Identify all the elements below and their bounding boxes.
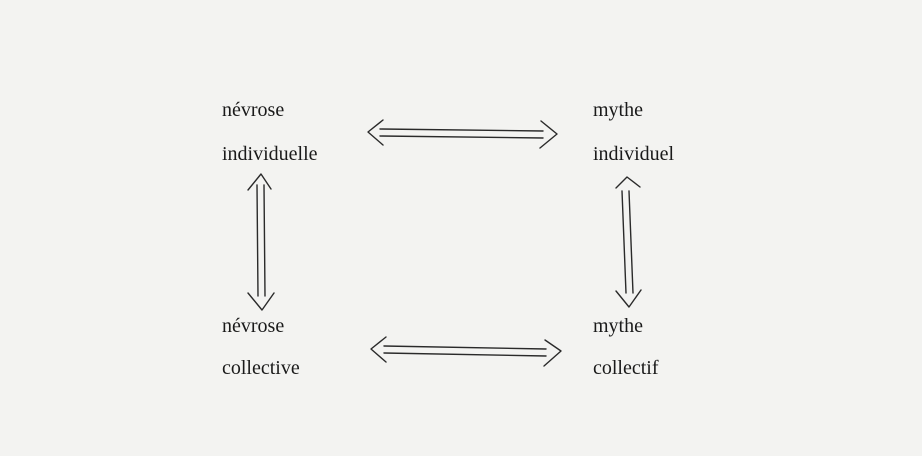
node-label-line2: individuelle [222, 143, 318, 165]
node-label-line2: individuel [593, 143, 675, 165]
node-nevrose-collective: névrose collective [222, 315, 300, 379]
node-mythe-collectif: mythe collectif [593, 315, 659, 379]
node-nevrose-individuelle: névrose individuelle [222, 99, 318, 165]
double-arrow-top [367, 119, 558, 149]
node-label-line1: névrose [222, 99, 284, 121]
node-label-line1: mythe [593, 315, 643, 337]
node-label-line1: névrose [222, 315, 284, 337]
double-arrow-right [615, 176, 642, 308]
double-arrow-bottom [370, 336, 562, 367]
node-label-line1: mythe [593, 99, 643, 121]
node-mythe-individuel: mythe individuel [593, 99, 675, 165]
node-label-line2: collectif [593, 357, 659, 379]
double-arrow-left [247, 173, 275, 311]
node-label-line2: collective [222, 357, 300, 379]
